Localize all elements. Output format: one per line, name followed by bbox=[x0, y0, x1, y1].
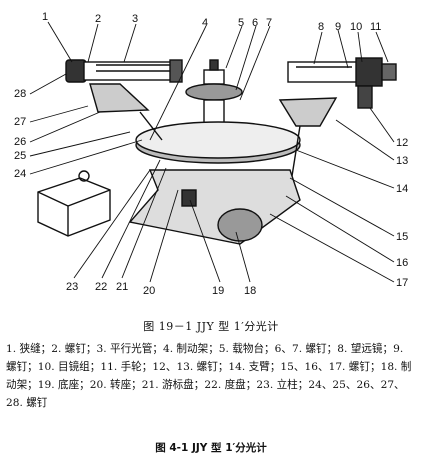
label-7: 7 bbox=[266, 17, 272, 29]
label-14: 14 bbox=[396, 183, 408, 195]
bottom-labels: 23 22 21 20 19 18 bbox=[66, 281, 256, 297]
collimator-drawing bbox=[65, 59, 183, 113]
label-8: 8 bbox=[318, 21, 324, 33]
label-4: 4 bbox=[202, 17, 208, 29]
label-18: 18 bbox=[244, 285, 256, 297]
label-11: 11 bbox=[370, 21, 381, 33]
label-24: 24 bbox=[14, 168, 26, 180]
label-13: 13 bbox=[396, 155, 408, 167]
label-2: 2 bbox=[95, 13, 101, 25]
left-labels: 28 27 26 25 24 bbox=[14, 88, 26, 180]
label-20: 20 bbox=[143, 285, 155, 297]
label-19: 19 bbox=[212, 285, 224, 297]
telescope-drawing bbox=[278, 57, 397, 127]
base-drawing bbox=[128, 169, 301, 245]
stage-drawing bbox=[135, 59, 301, 164]
label-16: 16 bbox=[396, 257, 408, 269]
label-15: 15 bbox=[396, 231, 408, 243]
label-17: 17 bbox=[396, 277, 408, 289]
label-26: 26 bbox=[14, 136, 26, 148]
label-28: 28 bbox=[14, 88, 26, 100]
parts-legend: 1. 狭缝；2. 螺钉；3. 平行光管；4. 制动架；5. 载物台；6、7. 螺… bbox=[6, 343, 412, 409]
label-25: 25 bbox=[14, 150, 26, 162]
inner-figure-caption: 图 19－1 JJY 型 1′分光计 bbox=[143, 320, 279, 333]
label-6: 6 bbox=[252, 17, 258, 29]
label-9: 9 bbox=[335, 21, 341, 33]
figure-caption: 图 4-1 JJY 型 1′分光计 bbox=[155, 442, 267, 454]
label-3: 3 bbox=[132, 13, 138, 25]
label-21: 21 bbox=[116, 281, 128, 293]
right-labels: 12 13 14 15 16 17 bbox=[396, 137, 408, 289]
label-10: 10 bbox=[350, 21, 362, 33]
label-5: 5 bbox=[238, 17, 244, 29]
label-12: 12 bbox=[396, 137, 408, 149]
label-27: 27 bbox=[14, 116, 26, 128]
top-labels: 1 2 3 4 5 6 7 8 9 10 11 bbox=[42, 11, 381, 33]
lamp-box-drawing bbox=[37, 170, 111, 237]
label-1: 1 bbox=[42, 11, 48, 23]
label-23: 23 bbox=[66, 281, 78, 293]
label-22: 22 bbox=[95, 281, 107, 293]
spectrometer-diagram: 1 2 3 4 5 6 7 8 9 10 11 28 27 26 25 24 1… bbox=[14, 11, 408, 297]
